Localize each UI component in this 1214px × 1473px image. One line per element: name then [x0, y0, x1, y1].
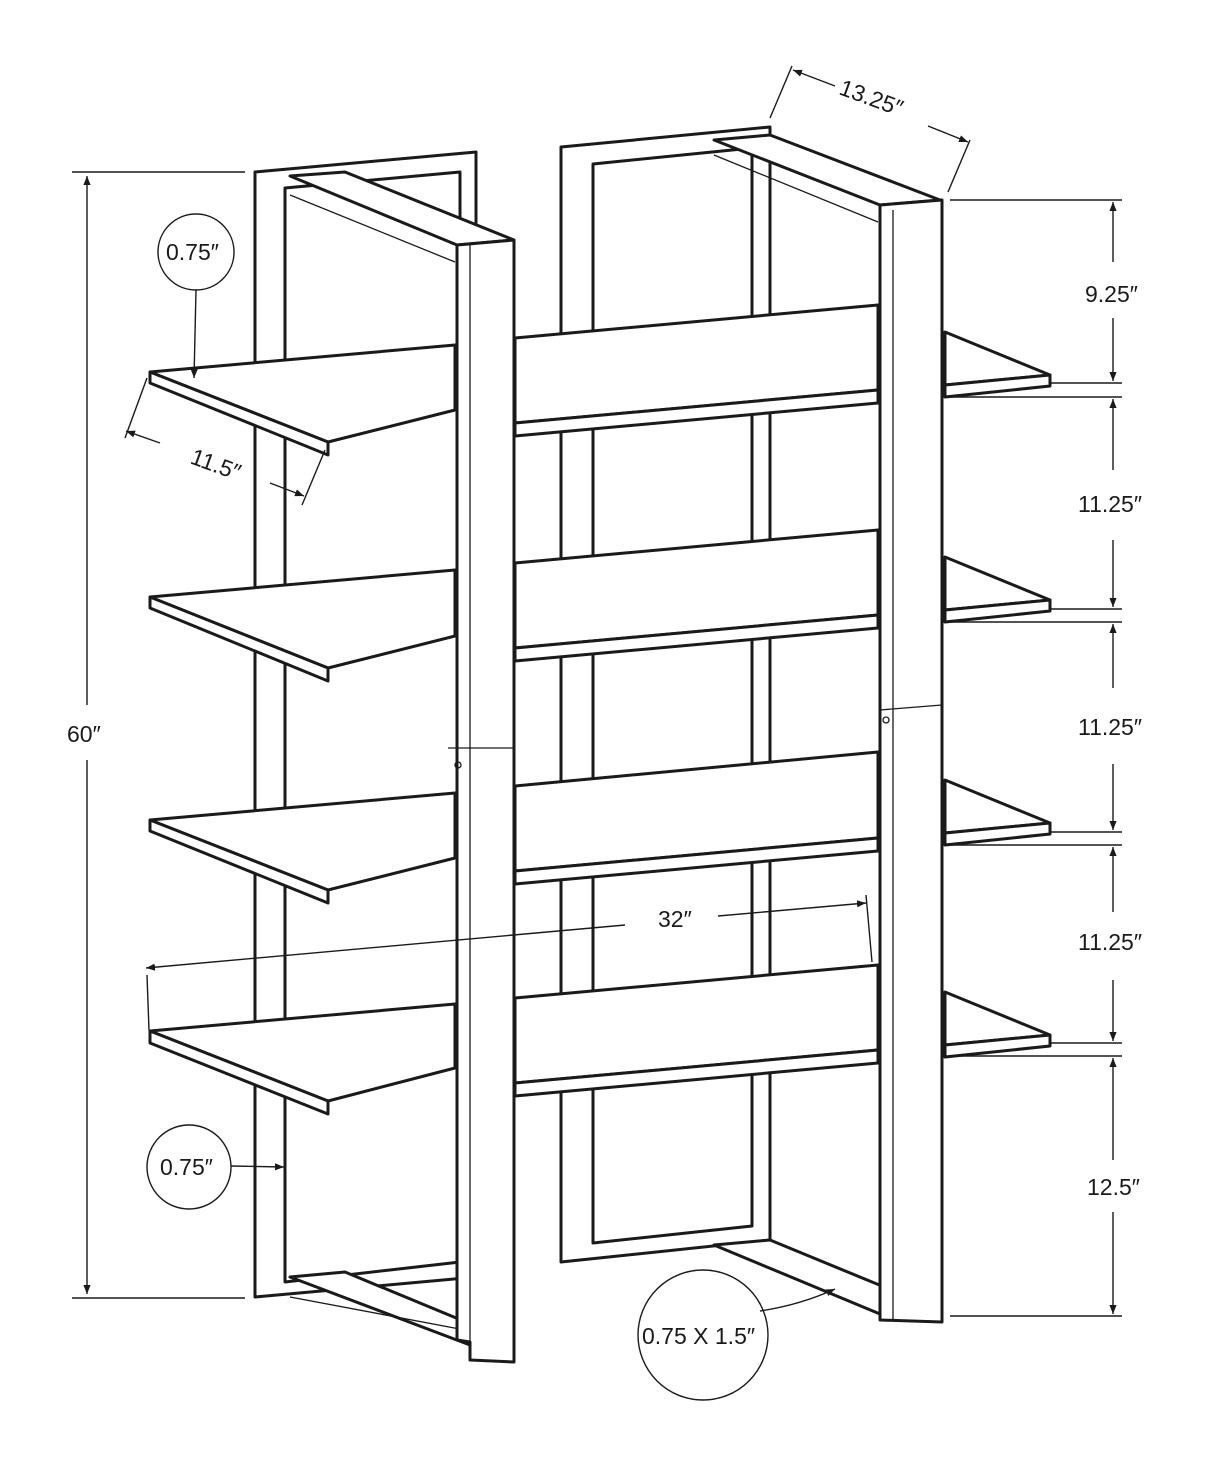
top-gap-label: 9.25″ [1085, 281, 1138, 307]
shelf-1 [148, 303, 1052, 457]
right-frame [559, 125, 944, 1324]
callout-shelf-thickness: 0.75″ [157, 213, 235, 379]
dim-shelf-spacing: 9.25″ 11.25″ 11.25″ 11.25″ 12.5″ [950, 199, 1142, 1317]
right-frame-top-rail-inner [713, 154, 879, 223]
shelf-depth-label: 11.5″ [187, 443, 244, 485]
gap-2-label: 11.25″ [1078, 714, 1142, 740]
shelf-2 [148, 528, 1052, 683]
frame-depth-label: 13.25″ [836, 74, 907, 121]
left-frame-back-outer [253, 150, 478, 1299]
left-leg-bolt [454, 761, 462, 769]
right-front-leg [878, 198, 944, 1324]
bottom-gap-label: 12.5″ [1087, 1174, 1140, 1200]
dim-overall-height: 60″ [67, 171, 245, 1299]
left-front-leg [455, 238, 516, 1364]
callout-leg-profile: 0.75 X 1.5″ [637, 1269, 836, 1401]
right-front-leg-seam [879, 704, 943, 711]
dim-shelf-width: 32″ [145, 894, 873, 1031]
shelf-thickness-label: 0.75″ [166, 239, 219, 265]
right-frame-top-rail [712, 133, 942, 207]
right-leg-bolt [882, 716, 890, 724]
overall-height-label: 60″ [67, 721, 101, 747]
shelf-3 [148, 750, 1052, 905]
shelves [148, 303, 1052, 1116]
shelf-width-label: 32″ [658, 906, 692, 932]
left-frame [253, 150, 516, 1364]
shelf-4 [148, 963, 1052, 1116]
left-frame-top-rail-inner [289, 194, 456, 263]
frame-rod-label: 0.75″ [160, 1154, 213, 1180]
leg-profile-label: 0.75 X 1.5″ [642, 1323, 755, 1349]
left-frame-bottom-rail-inner [289, 1296, 466, 1331]
right-frame-back-outer [559, 125, 772, 1264]
callout-frame-rod: 0.75″ [146, 1124, 285, 1210]
gap-3-label: 11.25″ [1078, 929, 1142, 955]
gap-1-label: 11.25″ [1078, 491, 1142, 517]
